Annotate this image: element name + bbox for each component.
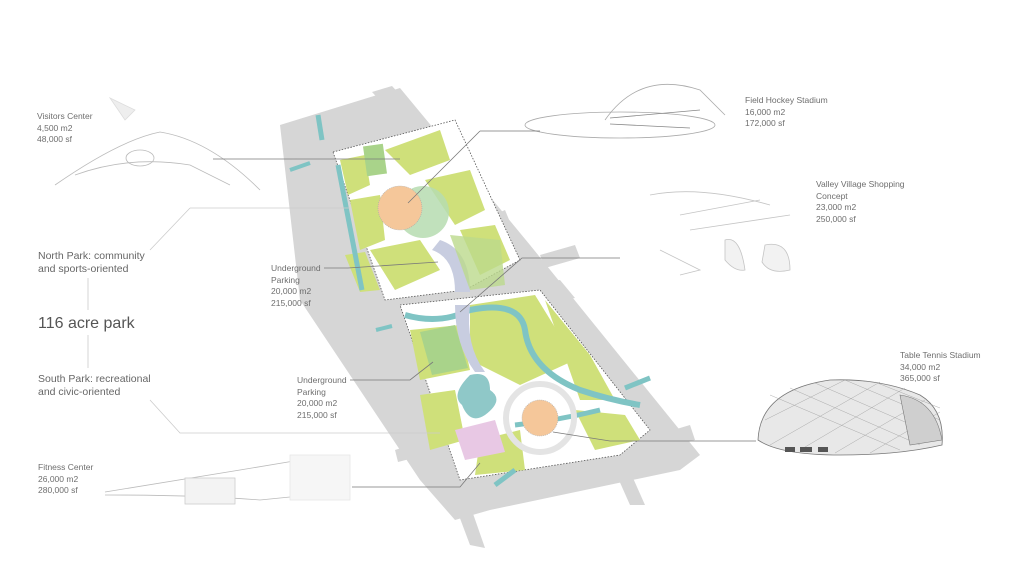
visitors-center-label: Visitors Center 4,500 m2 48,000 sf	[37, 111, 93, 146]
south-park-label: South Park: recreational and civic-orien…	[38, 373, 151, 399]
valley-village-name2: Concept	[816, 190, 848, 201]
north-park	[289, 114, 521, 301]
table-tennis-area-sf: 365,000 sf	[900, 373, 940, 383]
parking-south-label: Underground Parking 20,000 m2 215,000 sf	[297, 375, 347, 421]
north-park-line1: North Park: community	[38, 250, 145, 262]
table-tennis-stadium-sketch	[757, 379, 943, 456]
table-tennis-name: Table Tennis Stadium	[900, 350, 981, 360]
fitness-center-name: Fitness Center	[38, 462, 94, 472]
valley-village-label: Valley Village Shopping Concept 23,000 m…	[816, 179, 905, 225]
table-tennis-label: Table Tennis Stadium 34,000 m2 365,000 s…	[900, 350, 981, 385]
visitors-center-name: Visitors Center	[37, 111, 93, 121]
parking-south-name2: Parking	[297, 386, 326, 397]
park-size-headline: 116 acre park	[38, 315, 135, 332]
field-hockey-name: Field Hockey Stadium	[745, 95, 828, 105]
visitors-center-area-m2: 4,500 m2	[37, 122, 73, 133]
north-park-label: North Park: community and sports-oriente…	[38, 250, 145, 276]
visitors-center-area-sf: 48,000 sf	[37, 134, 72, 144]
fitness-center-label: Fitness Center 26,000 m2 280,000 sf	[38, 462, 93, 497]
field-hockey-stadium-sketch	[524, 83, 726, 139]
valley-village-sketch	[649, 191, 791, 276]
visitors-center-sketch	[54, 96, 261, 191]
south-park-line1: South Park: recreational	[38, 373, 151, 385]
leader-lines	[87, 130, 756, 488]
parking-north-area-m2: 20,000 m2	[271, 286, 312, 296]
parking-south-name: Underground	[297, 375, 347, 385]
parking-north-area-sf: 215,000 sf	[271, 297, 311, 308]
north-park-line2: and sports-oriented	[38, 263, 129, 275]
fitness-center-area-m2: 26,000 m2	[38, 473, 79, 484]
parking-north-label: Underground Parking 20,000 m2 215,000 sf	[271, 263, 321, 309]
parking-south-area-m2: 20,000 m2	[297, 398, 338, 408]
fitness-center-area-sf: 280,000 sf	[38, 485, 78, 495]
parking-north-name: Underground	[271, 263, 321, 273]
valley-village-name: Valley Village Shopping	[816, 179, 905, 189]
valley-village-area-m2: 23,000 m2	[816, 202, 857, 212]
parking-north-name2: Parking	[271, 274, 300, 285]
field-hockey-label: Field Hockey Stadium 16,000 m2 172,000 s…	[745, 95, 828, 130]
field-hockey-area-sf: 172,000 sf	[745, 118, 785, 128]
valley-village-area-sf: 250,000 sf	[816, 213, 856, 224]
field-hockey-area-m2: 16,000 m2	[745, 106, 786, 117]
south-park-line2: and civic-oriented	[38, 386, 121, 398]
fitness-center-sketch	[104, 454, 351, 505]
table-tennis-area-m2: 34,000 m2	[900, 361, 941, 372]
south-park	[375, 289, 651, 487]
parking-south-area-sf: 215,000 sf	[297, 409, 337, 420]
